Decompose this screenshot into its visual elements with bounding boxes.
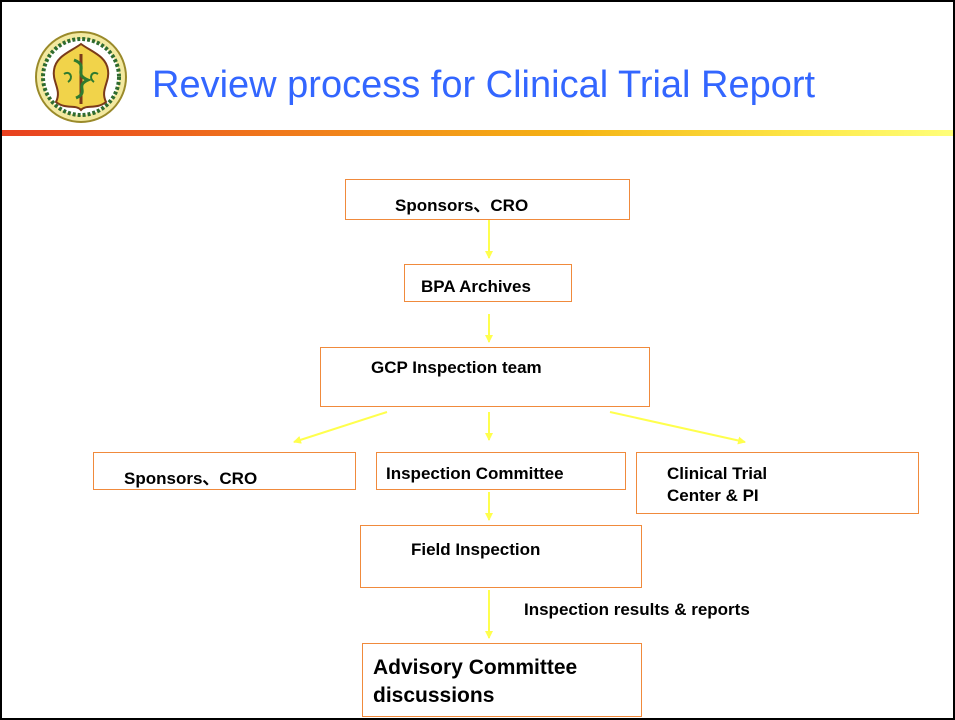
- node-gcp-inspection-team: GCP Inspection team: [320, 347, 650, 407]
- edge-gcp-to-clinical: [609, 411, 746, 445]
- node-inspection-committee: Inspection Committee: [376, 452, 626, 490]
- node-label: Sponsors、CRO: [124, 469, 258, 488]
- node-field-inspection: Field Inspection: [360, 525, 642, 588]
- node-label: Advisory Committee discussions: [373, 656, 578, 707]
- edge-gcp-to-sponsors: [293, 411, 388, 444]
- title-divider: [2, 130, 953, 136]
- node-label: Field Inspection: [411, 540, 541, 559]
- emblem-seal-icon: [35, 31, 127, 123]
- node-label: BPA Archives: [421, 277, 531, 296]
- node-sponsors-left: Sponsors、CRO: [93, 452, 356, 490]
- node-label: Sponsors、CRO: [395, 196, 529, 215]
- slide-title: Review process for Clinical Trial Report: [152, 64, 816, 106]
- node-clinical-trial-center: Clinical Trial Center & PI: [636, 452, 919, 514]
- node-sponsors-top: Sponsors、CRO: [345, 179, 630, 220]
- edge-label-inspection-results: Inspection results & reports: [524, 600, 750, 619]
- node-advisory-committee: Advisory Committee discussions: [362, 643, 642, 717]
- node-bpa-archives: BPA Archives: [404, 264, 572, 302]
- node-label: Inspection Committee: [386, 464, 564, 483]
- node-label: GCP Inspection team: [371, 358, 542, 377]
- node-label: Clinical Trial Center & PI: [667, 464, 768, 505]
